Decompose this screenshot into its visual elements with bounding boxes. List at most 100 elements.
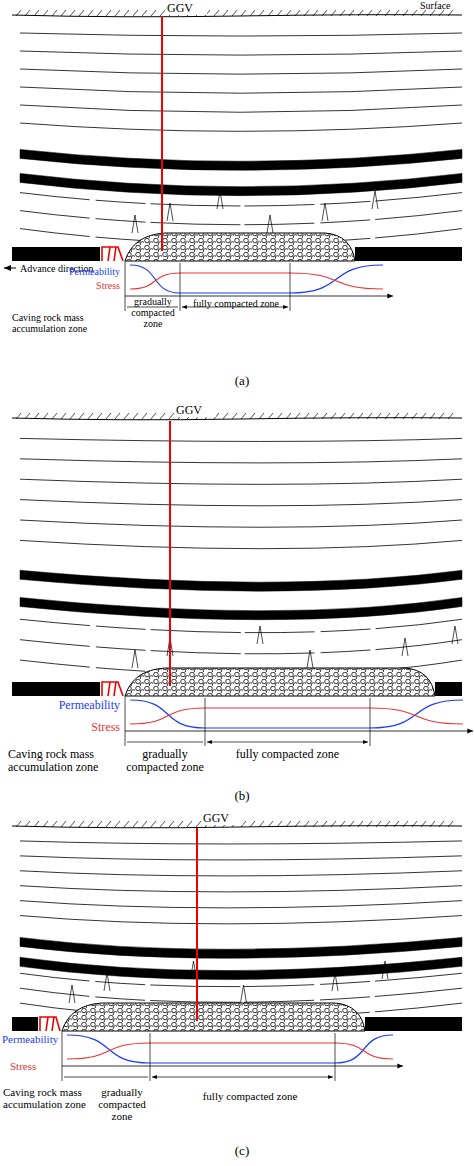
surface-hatch: [16, 413, 21, 419]
surface-hatch: [223, 413, 228, 419]
crack: [372, 191, 378, 209]
surface-hatch: [358, 821, 363, 827]
caved-rock-pile: [62, 1003, 365, 1031]
surface-hatch: [124, 413, 129, 419]
surface-hatch: [52, 821, 57, 827]
stress-curve: [67, 1043, 393, 1059]
surface-hatch: [133, 821, 138, 827]
surface-hatch: [349, 10, 354, 16]
curve-label: Permeability: [20, 699, 120, 712]
axis-line: [62, 1066, 403, 1067]
zone-label: gradually compacted zone: [126, 748, 204, 774]
hydraulic-support: [102, 682, 123, 696]
stratum-line: [20, 105, 462, 112]
surface-hatch: [79, 10, 84, 16]
surface-hatch: [394, 10, 399, 16]
gob-gas-venthole: [161, 16, 163, 251]
dimension-arrow: [152, 1077, 333, 1078]
surface-hatch: [142, 10, 147, 16]
fractured-stratum: [20, 640, 462, 654]
permeability-curve: [130, 265, 383, 293]
surface-hatch: [277, 413, 282, 419]
surface-hatch: [142, 413, 147, 419]
surface-hatch: [430, 413, 435, 419]
thick-stratum: [20, 957, 462, 979]
crack: [267, 215, 273, 233]
crack: [402, 638, 408, 656]
surface-hatch: [34, 413, 39, 419]
surface-hatch: [313, 821, 318, 827]
surface-hatch: [124, 821, 129, 827]
zone-boundary: [62, 1033, 63, 1081]
surface-hatch: [25, 821, 30, 827]
coal-seam: [365, 1017, 462, 1031]
permeability-curve: [130, 700, 463, 728]
thick-stratum: [20, 598, 462, 620]
stress-curve: [130, 273, 383, 289]
surface-hatch: [358, 10, 363, 16]
surface-hatch: [25, 10, 30, 16]
zone-boundary: [370, 698, 371, 746]
surface-hatch: [223, 10, 228, 16]
surface-hatch: [367, 413, 372, 419]
surface-hatch: [196, 821, 201, 827]
surface-hatch: [349, 413, 354, 419]
surface-hatch: [439, 821, 444, 827]
surface-hatch: [286, 821, 291, 827]
stratum-line: [20, 87, 462, 93]
dimension-arrow: [207, 742, 368, 743]
crack: [332, 973, 338, 991]
zone-label: Caving rock mass accumulation zone: [8, 748, 123, 774]
surface-hatch: [250, 10, 255, 16]
crack: [191, 961, 197, 979]
surface-hatch: [34, 821, 39, 827]
surface-hatch: [250, 413, 255, 419]
surface-hatch: [376, 10, 381, 16]
surface-hatch: [160, 413, 165, 419]
surface-hatch: [43, 413, 48, 419]
crack: [69, 985, 75, 1003]
surface-hatch: [394, 413, 399, 419]
zone-boundary: [205, 698, 206, 746]
dimension-arrow: [127, 742, 203, 743]
surface-hatch: [277, 821, 282, 827]
zone-boundary: [150, 1033, 151, 1081]
surface-hatch: [358, 413, 363, 419]
surface-hatch: [241, 413, 246, 419]
curve-label: Stress: [20, 721, 120, 734]
surface-hatch: [16, 821, 21, 827]
surface-hatch: [268, 413, 273, 419]
caved-rock-pile: [125, 668, 435, 696]
surface-hatch: [178, 821, 183, 827]
surface-hatch: [115, 413, 120, 419]
surface-hatch: [385, 10, 390, 16]
curve-label: Permeability: [50, 266, 120, 277]
surface-hatch: [151, 413, 156, 419]
stratum-line: [20, 438, 462, 441]
surface-hatch: [115, 821, 120, 827]
surface-hatch: [286, 10, 291, 16]
thick-stratum: [20, 570, 462, 591]
zone-label: fully compacted zone: [210, 748, 365, 761]
coal-seam: [355, 247, 462, 261]
surface-hatch: [376, 413, 381, 419]
curve-label: Stress: [10, 1060, 60, 1072]
surface-hatch: [160, 821, 165, 827]
dimension-arrow: [64, 1077, 148, 1078]
zone-label: gradually compacted zone: [95, 1086, 149, 1122]
stratum-line: [20, 540, 462, 548]
surface-hatch: [340, 821, 345, 827]
crack: [452, 626, 458, 644]
surface-hatch: [268, 821, 273, 827]
crack: [322, 203, 328, 221]
coal-seam: [12, 1017, 38, 1031]
stress-curve: [130, 708, 463, 724]
thick-stratum: [20, 173, 462, 195]
stratum-line: [20, 886, 462, 892]
hydraulic-support: [40, 1017, 60, 1031]
zone-boundary: [180, 263, 181, 311]
surface-hatch: [295, 10, 300, 16]
surface-hatch: [43, 821, 48, 827]
surface-hatch: [70, 821, 75, 827]
surface-hatch: [304, 821, 309, 827]
